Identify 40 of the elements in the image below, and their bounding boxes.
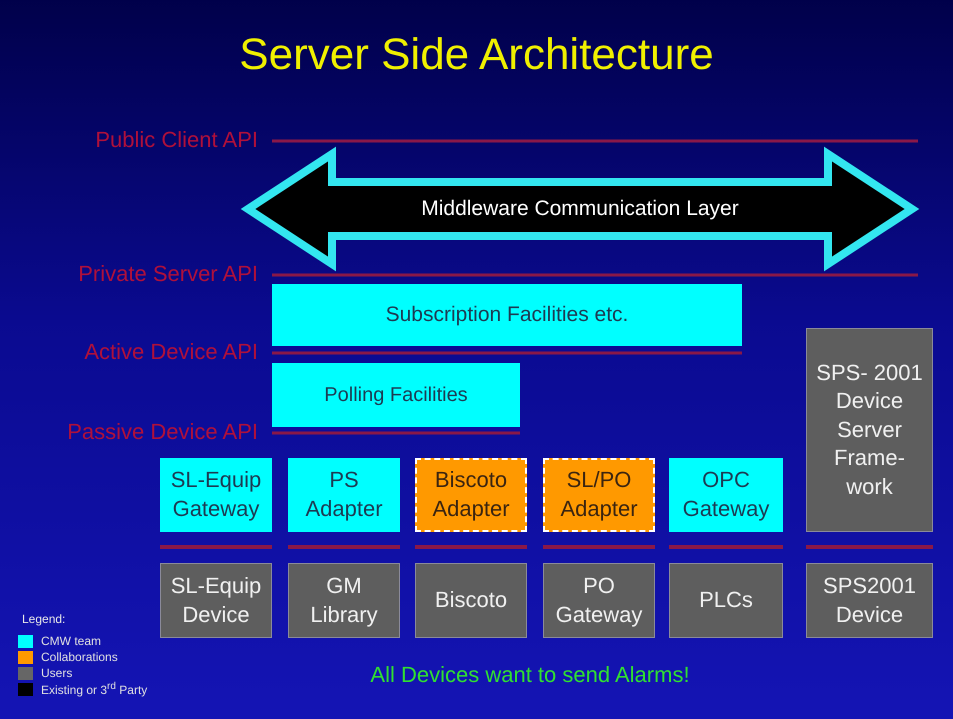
box-text: PLCs <box>698 586 754 614</box>
note-text: All Devices want to send Alarms! <box>369 662 691 688</box>
device-box <box>160 563 272 638</box>
api-label: Public Client API <box>95 127 258 153</box>
component-box <box>669 458 783 532</box>
component-box <box>272 363 520 427</box>
device-box <box>288 563 400 638</box>
title: Server Side Architecture <box>238 30 715 80</box>
legend-label: Collaborations <box>41 650 118 664</box>
legend-title: Legend: <box>22 612 66 626</box>
box-text: Middleware Communication Layer <box>420 196 740 222</box>
box-text: SPS- 2001 Device Server Frame- work <box>815 358 924 501</box>
legend-label: Existing or 3$^{rd}$ Party <box>41 681 148 697</box>
device-box <box>415 563 527 638</box>
box-text: OPC Gateway <box>682 466 770 523</box>
component-box <box>415 458 527 532</box>
legend-label: CMW team <box>41 634 101 648</box>
device-box <box>669 563 783 638</box>
component-box <box>288 458 400 532</box>
legend-label: Users <box>41 666 72 680</box>
device-box <box>543 563 655 638</box>
component-box <box>160 458 272 532</box>
box-text: PS Adapter <box>304 466 384 523</box>
box-text: Polling Facilities <box>323 383 469 408</box>
box-text: GM Library <box>309 572 379 629</box>
box-text: PO Gateway <box>554 572 644 629</box>
api-label: Private Server API <box>78 261 258 287</box>
box-text: SL-Equip Gateway <box>170 466 262 523</box>
api-label: Passive Device API <box>67 419 258 445</box>
component-box <box>272 284 742 346</box>
box-text: Subscription Facilities etc. <box>384 302 630 328</box>
box-text: SL/PO Adapter <box>559 466 639 523</box>
box-text: SPS2001 Device <box>822 572 917 628</box>
device-box <box>806 563 933 638</box>
box-text: Biscoto <box>434 586 508 614</box>
api-label: Active Device API <box>84 339 258 365</box>
box-text: Biscoto Adapter <box>431 466 511 523</box>
component-box <box>543 458 655 532</box>
box-text: SL-Equip Device <box>170 572 262 628</box>
device-box <box>806 328 933 532</box>
